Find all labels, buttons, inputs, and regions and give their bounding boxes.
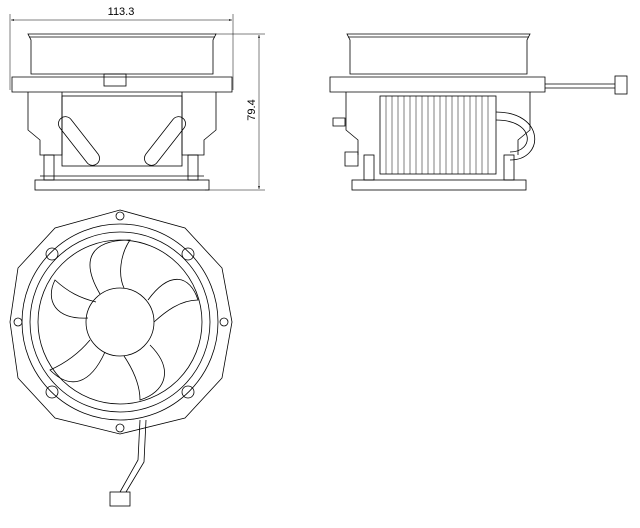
height-dimension: 79.4 <box>205 33 265 191</box>
width-dimension-label: 113.3 <box>108 6 135 18</box>
height-dimension-label: 79.4 <box>246 99 258 120</box>
side-view <box>329 33 628 191</box>
fan-blades <box>49 239 199 401</box>
fan-connector <box>109 491 131 507</box>
mounting-screws <box>13 211 229 433</box>
top-view <box>9 209 233 507</box>
width-dimension: 113.3 <box>9 6 234 90</box>
heatsink-fins <box>385 96 489 174</box>
front-view <box>11 33 233 191</box>
